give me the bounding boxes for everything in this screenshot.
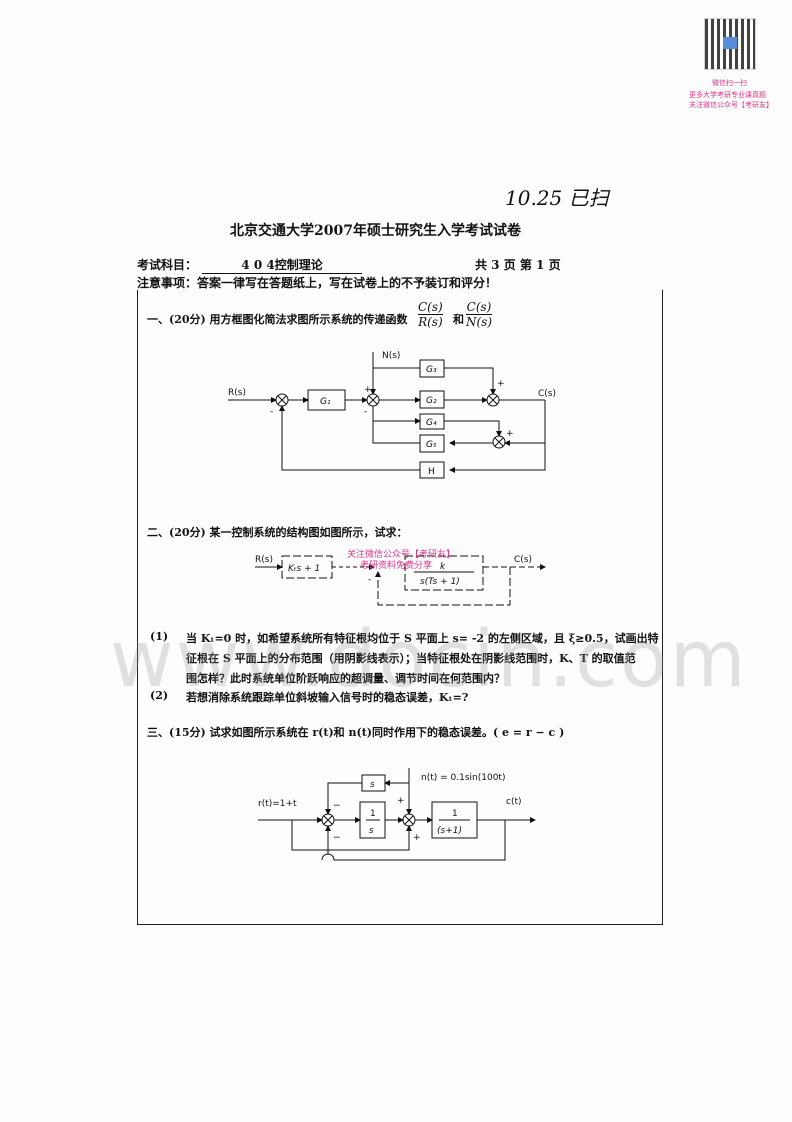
diagram-q3: r(t)=1+t n(t) = 0.1sin(100t) c(t) s 1 s … — [258, 768, 536, 861]
label-g5: G₅ — [426, 440, 437, 450]
numerator: C(s) — [418, 300, 443, 315]
sign: + — [506, 429, 514, 439]
and-text: 和 — [453, 313, 464, 326]
summing-junction — [486, 393, 500, 407]
label-block2-den: s(Ts + 1) — [420, 577, 460, 587]
qr-caption: 微信扫一扫 — [712, 79, 747, 87]
subject-label: 考试科目： — [137, 258, 198, 272]
label-plant-num: 1 — [452, 809, 458, 819]
label-block1: Kₜs + 1 — [288, 564, 320, 574]
sign: - — [364, 407, 367, 417]
q2-part1-number: (1) — [150, 630, 169, 643]
label-r: R(s) — [228, 388, 246, 398]
label-n: n(t) = 0.1sin(100t) — [421, 773, 505, 783]
q1-text: 一、(20分) 用方框图化简法求图所示系统的传递函数 — [147, 313, 408, 326]
numerator: C(s) — [466, 300, 493, 315]
notice: 注意事项：答案一律写在答题纸上，写在试卷上的不予装订和评分！ — [137, 276, 498, 290]
label-c: C(s) — [514, 555, 532, 565]
label-g4: G₄ — [426, 418, 437, 428]
q2-part2-number: (2) — [150, 689, 169, 702]
diagram-q1: R(s) N(s) C(s) G₁ G₃ G₂ G₄ G₅ H + + + - … — [228, 351, 556, 479]
sign: + — [497, 379, 505, 389]
diagram-q2: R(s) C(s) Kₜs + 1 k s(Ts + 1) - 关注微信公众号【… — [255, 548, 546, 606]
summing-junction — [492, 435, 506, 449]
denominator: N(s) — [466, 315, 493, 329]
sign: + — [364, 385, 372, 395]
qr-code — [704, 18, 756, 70]
summing-junction — [366, 393, 380, 407]
block-plant — [404, 555, 484, 591]
page-count: 共 3 页 第 1 页 — [475, 258, 561, 272]
question-frame — [137, 290, 663, 925]
sign: − — [333, 833, 341, 843]
fraction-c-over-n: C(s)N(s) — [466, 300, 493, 329]
summing-junction — [321, 813, 335, 827]
denominator: R(s) — [418, 315, 443, 329]
sign: − — [333, 801, 341, 811]
label-h: H — [428, 467, 435, 477]
summing-junction — [402, 813, 416, 827]
pink-watermark: 关注微信公众号【考研友】 — [347, 548, 455, 560]
qr-caption: 更多大学考研专业课真题 — [689, 91, 766, 99]
summing-junction — [275, 393, 289, 407]
label-r: r(t)=1+t — [258, 799, 297, 809]
qr-caption: 关注微信公众号【考研友】 — [689, 101, 773, 109]
label-r: R(s) — [255, 555, 273, 565]
q3-text: 三、(15分) 试求如图所示系统在 r(t)和 n(t)同时作用下的稳态误差。(… — [147, 726, 565, 739]
sign: - — [368, 575, 371, 585]
fraction-c-over-r: C(s)R(s) — [418, 300, 443, 329]
label-g3: G₃ — [426, 365, 437, 375]
sign: - — [270, 407, 273, 417]
label-int-den: s — [369, 826, 374, 836]
q2-part1-line: 围怎样？此时系统单位阶跃响应的超调量、调节时间在何范围内？ — [186, 672, 505, 685]
label-plant-den: (s+1) — [437, 826, 462, 836]
label-int-num: 1 — [370, 809, 376, 819]
label-g1: G₁ — [320, 397, 331, 407]
pink-watermark: 考研资料免费分享 — [360, 559, 432, 571]
handwritten-note: 10.25 已扫 — [505, 186, 609, 210]
label-c: C(s) — [538, 389, 556, 399]
label-c: c(t) — [506, 797, 522, 807]
label-block2-num: k — [440, 562, 446, 572]
site-watermark: www.docin.com — [110, 615, 748, 705]
q2-text: 二、(20分) 某一控制系统的结构图如图所示，试求： — [147, 526, 408, 539]
label-g2: G₂ — [426, 396, 437, 406]
sign: + — [413, 833, 421, 843]
q2-part1-line: 当 Kₜ=0 时，如希望系统所有特征根均位于 S 平面上 s= -2 的左侧区域… — [186, 632, 659, 645]
q2-part2-line: 若想消除系统跟踪单位斜坡输入信号时的稳态误差，Kₜ=? — [186, 691, 469, 704]
page-title: 北京交通大学2007年硕士研究生入学考试试卷 — [230, 223, 521, 239]
q2-part1-line: 征根在 S 平面上的分布范围（用阴影线表示）；当特征根处在阴影线范围时，K、T … — [186, 652, 636, 665]
label-n: N(s) — [382, 351, 400, 361]
sign: + — [397, 796, 405, 806]
subject-value: 4 0 4控制理论 — [202, 256, 362, 274]
label-s: s — [370, 780, 375, 790]
